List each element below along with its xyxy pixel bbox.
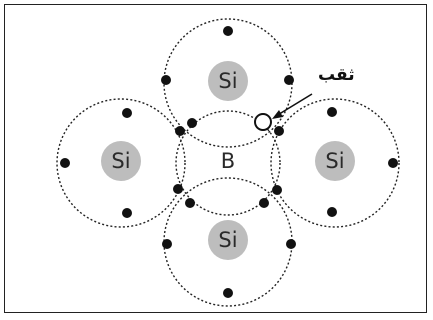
- electron-bottom-left: [162, 239, 172, 249]
- electron-left-top: [122, 108, 132, 118]
- electron-bond-bottom-left-b: [185, 198, 195, 208]
- orbit-b-center: [175, 110, 281, 216]
- electron-bottom-right: [286, 239, 296, 249]
- electron-bond-top-right: [274, 126, 284, 136]
- electron-left-bottom: [122, 208, 132, 218]
- nucleus-si-bottom: [208, 220, 248, 260]
- electron-top-outer: [223, 26, 233, 36]
- nucleus-si-left: [101, 141, 141, 181]
- atom-label-si-left: Si: [111, 149, 130, 173]
- orbit-si-left: [56, 98, 186, 228]
- electron-top-left: [161, 75, 171, 85]
- electron-top-right: [284, 75, 294, 85]
- diagram-frame: [4, 4, 427, 313]
- atom-label-si-right: Si: [325, 149, 344, 173]
- electron-bond-bottom-right-b: [259, 198, 269, 208]
- hole-arrow-head: [272, 110, 283, 119]
- atom-label-si-top: Si: [218, 69, 237, 93]
- electron-bond-bottom-right-a: [272, 185, 282, 195]
- nucleus-si-right: [315, 141, 355, 181]
- hole-marker: [254, 113, 272, 131]
- hole-label: ثقب: [318, 65, 355, 85]
- electron-right-bottom: [327, 207, 337, 217]
- electron-bond-top-left-a: [187, 118, 197, 128]
- electron-bond-top-left-b: [175, 126, 185, 136]
- electron-bottom-outer: [223, 288, 233, 298]
- electron-bond-bottom-left-a: [173, 184, 183, 194]
- electron-right-top: [327, 107, 337, 117]
- electron-left-outer: [60, 158, 70, 168]
- electron-right-outer: [388, 158, 398, 168]
- atom-label-b-center: B: [221, 149, 235, 173]
- nucleus-si-top: [208, 61, 248, 101]
- orbit-si-right: [270, 98, 400, 228]
- atom-label-si-bottom: Si: [218, 228, 237, 252]
- hole-arrow-line: [275, 93, 313, 117]
